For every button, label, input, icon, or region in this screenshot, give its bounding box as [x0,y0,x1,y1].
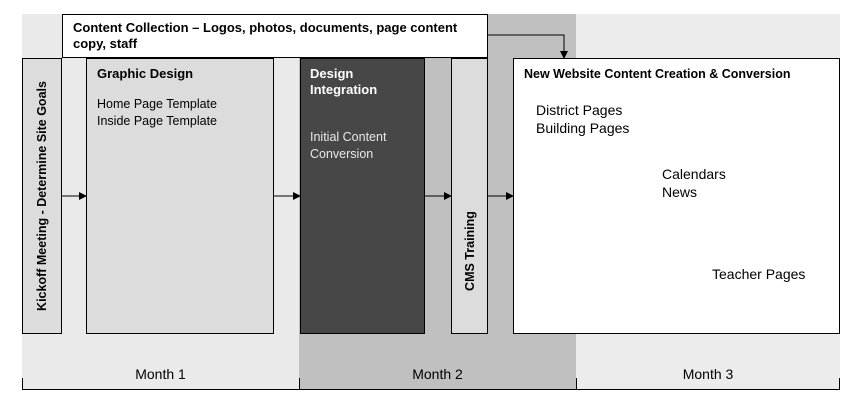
design-integration-items: Initial Content Conversion [310,129,420,163]
new-website-item: District Pages [536,102,623,118]
new-website-box: New Website Content Creation & Conversio… [513,58,840,334]
graphic-design-items: Home Page Template Inside Page Template [97,96,217,130]
graphic-design-title: Graphic Design [97,66,194,81]
month-1-label: Month 1 [135,366,186,382]
timeline-tick [576,378,577,389]
timeline-tick [22,378,23,389]
new-website-group-1: District Pages Building Pages [536,101,629,137]
content-collection-box: Content Collection – Logos, photos, docu… [62,14,488,58]
new-website-item: Teacher Pages [712,266,806,282]
kickoff-box: Kickoff Meeting - Determine Site Goals [22,58,62,334]
timeline-axis [22,389,840,390]
design-integration-title: Design Integration [310,66,378,97]
graphic-design-item: Home Page Template [97,97,217,111]
timeline-tick [839,378,840,389]
new-website-item: Calendars [662,166,726,182]
content-collection-label: Content Collection – Logos, photos, docu… [73,20,458,51]
design-integration-item: Initial Content Conversion [310,130,387,161]
month-3-label: Month 3 [682,366,734,382]
graphic-design-item: Inside Page Template [97,114,217,128]
new-website-item: Building Pages [536,120,630,136]
new-website-title: New Website Content Creation & Conversio… [524,67,791,81]
arrow-collection-to-website [488,34,568,59]
new-website-group-3: Teacher Pages [712,265,805,283]
timeline-tick [299,378,300,389]
graphic-design-box: Graphic Design Home Page Template Inside… [86,58,274,334]
month-2-label: Month 2 [412,366,463,382]
design-integration-box: Design Integration Initial Content Conve… [300,58,425,334]
new-website-item: News [662,184,698,200]
new-website-group-2: Calendars News [662,165,726,201]
